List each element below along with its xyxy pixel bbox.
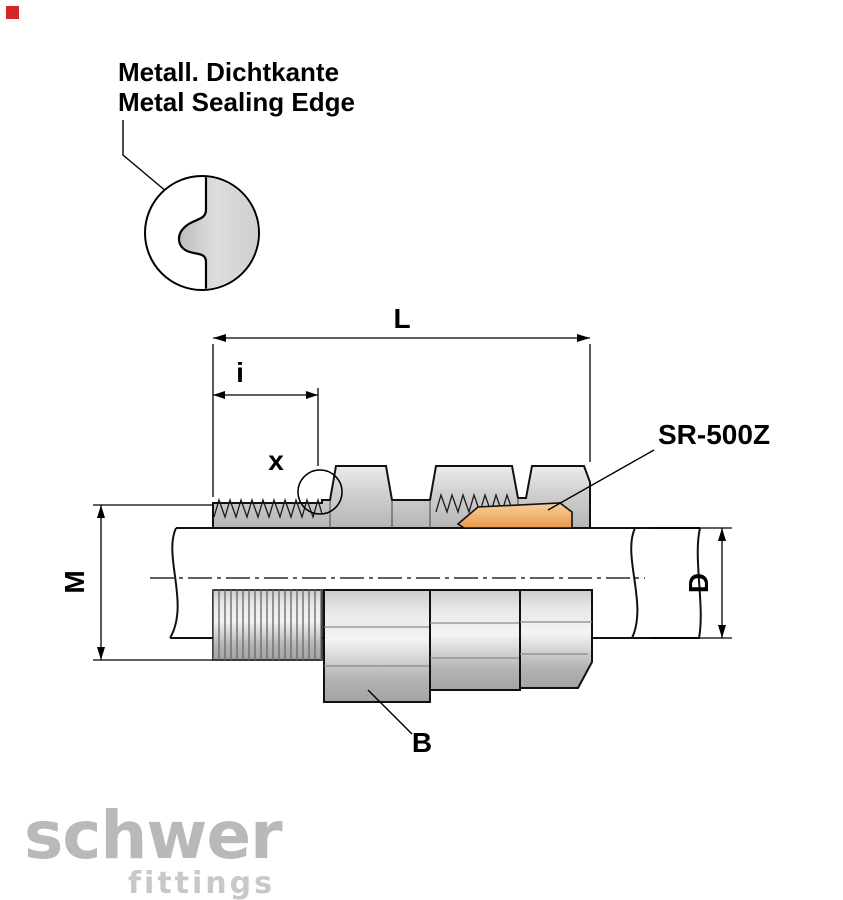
part-label: SR-500Z [658,419,770,450]
pipe-left-break [169,527,179,639]
red-mark [6,6,19,19]
dim-L-arrow-left [213,334,226,342]
lower-middle-section [429,589,521,691]
lower-thread-section [212,589,323,661]
cutting-ring [456,502,573,529]
dim-x-label: x [268,445,284,476]
dim-D-arrow-bottom [718,625,726,638]
logo-schwer: schwer [24,797,283,874]
dim-M-arrow-bottom [97,647,105,660]
dim-i-arrow-right [306,391,318,399]
lower-body-hex [323,589,431,703]
dim-L-arrow-right [577,334,590,342]
dimension-L [212,337,591,497]
dim-i-arrow-left [213,391,225,399]
dim-B-label: B [412,727,432,758]
thread-zigzag-left [213,497,323,520]
dim-M-arrow-top [97,505,105,518]
dim-L-label: L [393,303,410,334]
dim-D-arrow-top [718,528,726,541]
part-leader-line [547,449,655,511]
dim-D-label: D [683,573,714,593]
sealing-edge-marker-circle [297,469,343,515]
lower-swivel-nut [519,589,593,689]
dim-M-label: M [59,570,90,593]
dimension-D [650,527,732,639]
pipe-right-break [630,527,639,639]
callout-line2: Metal Sealing Edge [118,87,355,117]
callout-line1: Metall. Dichtkante [118,57,339,87]
dim-i-label: i [236,357,244,388]
pipe-end-break [696,527,702,639]
dimension-i [213,388,319,466]
dimension-M [93,504,213,661]
logo-fittings: fittings [128,866,275,900]
dim-B-leader-line [367,689,413,735]
